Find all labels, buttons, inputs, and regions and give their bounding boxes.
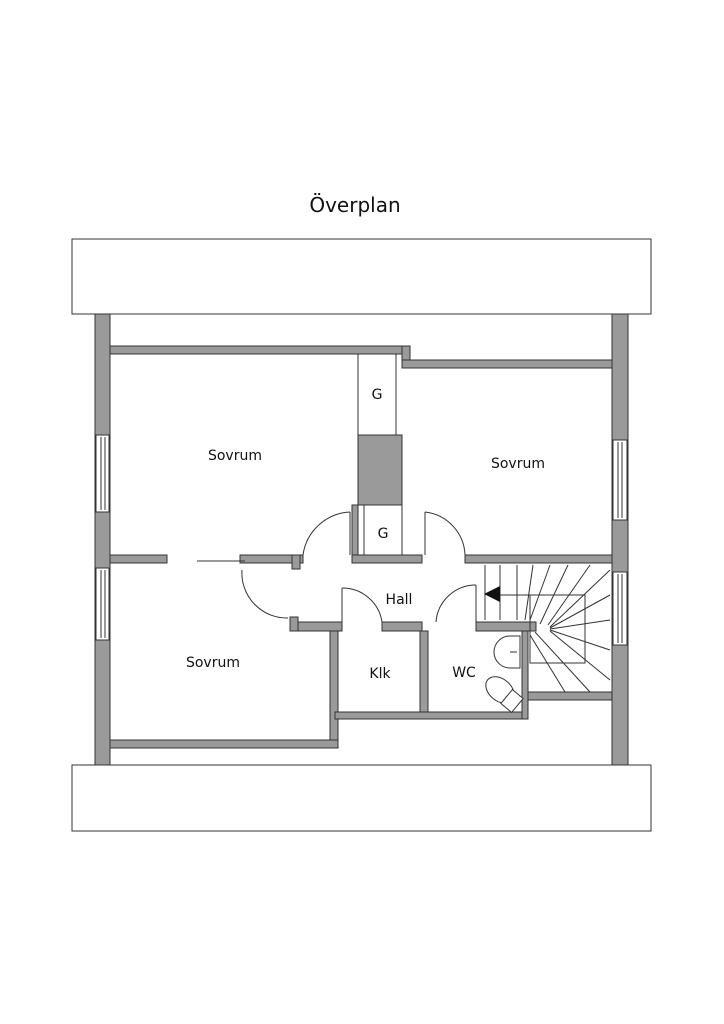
- doors: [197, 511, 477, 623]
- wardrobe-2: [363, 504, 403, 556]
- roof-top: [71, 238, 652, 315]
- room-label: Sovrum: [186, 655, 240, 671]
- staircase: [484, 564, 611, 693]
- room-label: Sovrum: [491, 456, 545, 472]
- walls: [94, 313, 629, 766]
- sink-icon: [493, 635, 521, 669]
- toilet-icon: [485, 676, 524, 714]
- room-label: Klk: [369, 666, 391, 682]
- room-label: Hall: [386, 592, 413, 608]
- wardrobe-1: [357, 353, 397, 436]
- roof-bottom: [71, 764, 652, 832]
- windows: [95, 434, 628, 646]
- plan-title: Överplan: [309, 193, 400, 217]
- room-label: G: [372, 387, 383, 403]
- room-label: WC: [452, 665, 476, 681]
- room-label: Sovrum: [208, 448, 262, 464]
- room-label: G: [378, 526, 389, 542]
